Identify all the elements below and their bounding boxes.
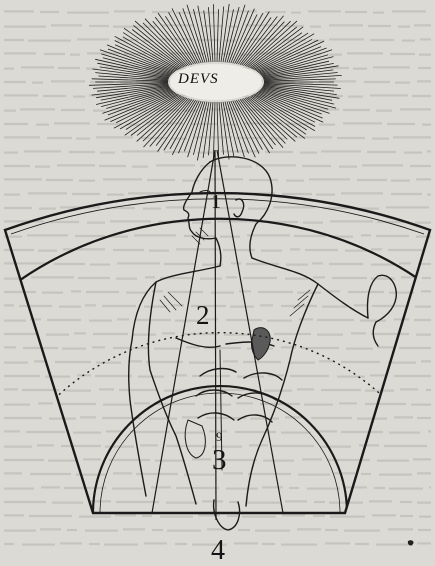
glory-ray [92, 79, 168, 81]
deus-label: DEVS [178, 72, 219, 87]
region-label-4: 4 [211, 537, 225, 565]
glory-ray [153, 21, 191, 65]
glory-ray [250, 27, 303, 68]
glory-ray [240, 17, 277, 65]
glory-ray [97, 63, 169, 77]
glory-ray [131, 96, 183, 135]
region-label-3: 3 [212, 446, 227, 475]
glory-ray [155, 17, 192, 65]
region-label-9: 9 [216, 430, 223, 443]
region-label-1: 1 [211, 192, 221, 212]
region-label-2: 2 [196, 302, 210, 329]
